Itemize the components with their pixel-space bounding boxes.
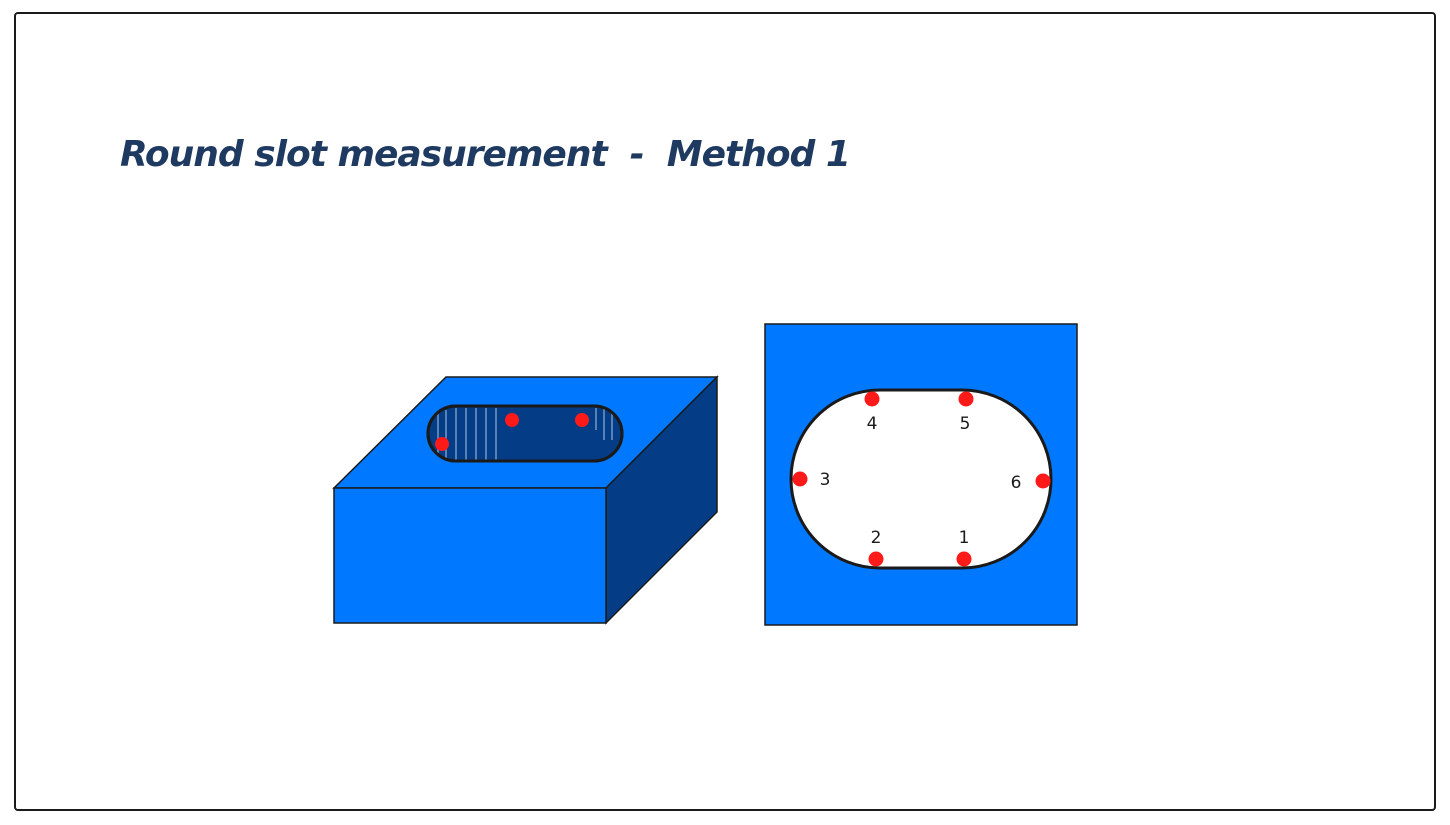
probe-point-5 bbox=[958, 391, 974, 407]
probe-point-6 bbox=[1035, 473, 1051, 489]
point-label-2: 2 bbox=[871, 528, 882, 548]
iso-probe-point bbox=[575, 413, 589, 427]
probe-point-2 bbox=[868, 551, 884, 567]
slot-wall-hatching bbox=[437, 408, 613, 460]
block-slot bbox=[426, 404, 624, 463]
point-label-6: 6 bbox=[1011, 473, 1022, 493]
point-label-5: 5 bbox=[960, 414, 971, 434]
iso-probe-point bbox=[505, 413, 519, 427]
point-label-4: 4 bbox=[867, 414, 878, 434]
point-label-1: 1 bbox=[959, 528, 970, 548]
point-label-3: 3 bbox=[820, 470, 831, 490]
probe-point-4 bbox=[864, 391, 880, 407]
slot-opening bbox=[426, 404, 624, 463]
top-view: 1 2 3 4 5 6 bbox=[764, 323, 1078, 626]
isometric-block bbox=[332, 375, 719, 625]
probe-point-1 bbox=[956, 551, 972, 567]
slide-title: Round slot measurement - Method 1 bbox=[120, 134, 851, 175]
probe-point-3 bbox=[792, 471, 808, 487]
block-front-face bbox=[333, 487, 607, 624]
slide-frame bbox=[14, 12, 1436, 811]
iso-probe-point bbox=[435, 437, 449, 451]
top-view-slot bbox=[789, 388, 1053, 570]
